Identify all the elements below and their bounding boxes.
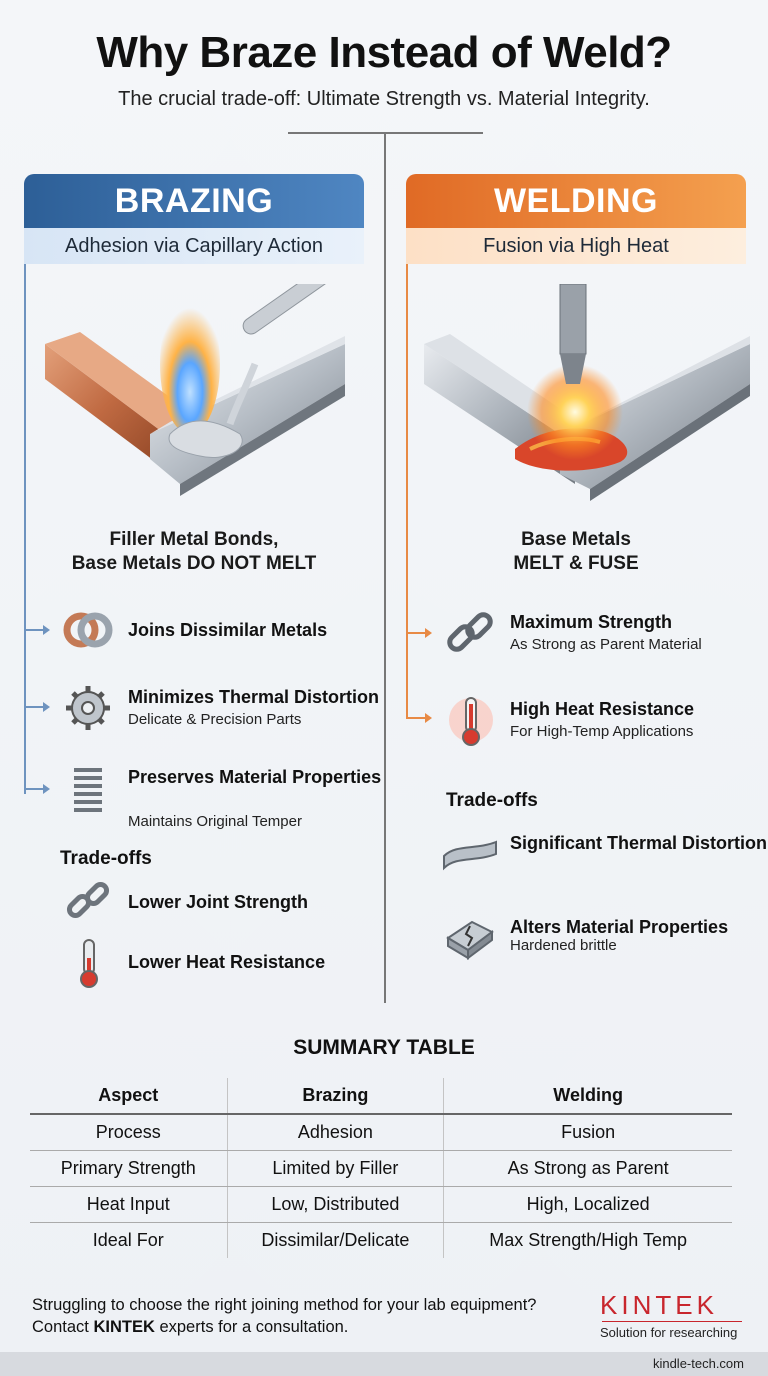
footer-line2-post: experts for a consultation. xyxy=(154,1318,349,1336)
feature-desc: For High-Temp Applications xyxy=(510,723,694,740)
table-cell: Ideal For xyxy=(92,1229,164,1250)
footer-brand-inline: KINTEK xyxy=(93,1318,155,1336)
table-cell: Low, Distributed xyxy=(226,1186,444,1223)
table-cell: As Strong as Parent xyxy=(443,1150,732,1187)
footer-cta: Struggling to choose the right joining m… xyxy=(32,1294,536,1338)
brazing-caption-line2: Base Metals DO NOT MELT xyxy=(71,553,317,574)
arrow-icon xyxy=(24,702,50,712)
summary-heading: SUMMARY TABLE xyxy=(293,1036,475,1059)
brazing-caption-line1: Filler Metal Bonds, xyxy=(109,529,279,550)
brand-tagline: Solution for researching xyxy=(600,1325,738,1340)
kintek-logo: KINTEK xyxy=(600,1290,718,1320)
feature-desc: As Strong as Parent Material xyxy=(510,636,702,653)
arrow-icon xyxy=(406,628,432,638)
feature-title: Minimizes Thermal Distortion xyxy=(128,687,380,707)
gear-icon xyxy=(66,686,110,730)
table-cell: Process xyxy=(30,1114,228,1151)
table-cell: High, Localized xyxy=(443,1186,732,1223)
feature-desc: Maintains Original Temper xyxy=(128,813,302,830)
brazing-caption: Filler Metal Bonds, Base Metals DO NOT M… xyxy=(44,528,344,576)
tradeoff-title: Alters Material Properties xyxy=(510,917,729,937)
column-header: Aspect xyxy=(30,1078,228,1115)
cracked-block-icon xyxy=(446,920,494,960)
table-row: Process Adhesion Fusion xyxy=(30,1114,732,1151)
brazing-side-line xyxy=(24,264,26,794)
welding-caption-line2: MELT & FUSE xyxy=(513,553,639,574)
arrow-icon xyxy=(24,784,50,794)
feature-title: Maximum Strength xyxy=(510,612,673,632)
summary-table: Aspect Brazing Welding Process Adhesion … xyxy=(30,1078,732,1258)
brazing-subtitle: Adhesion via Capillary Action xyxy=(24,228,364,264)
table-cell: Limited by Filler xyxy=(226,1150,444,1187)
feature-desc: Delicate & Precision Parts xyxy=(128,711,302,728)
table-cell: Adhesion xyxy=(226,1114,444,1151)
table-header-row: Aspect Brazing Welding xyxy=(30,1078,732,1115)
thermometer-hot-icon xyxy=(449,697,493,746)
tradeoff-title: Significant Thermal Distortion xyxy=(510,833,768,853)
spring-icon xyxy=(74,768,102,812)
welding-caption: Base Metals MELT & FUSE xyxy=(426,528,726,576)
feature-title: Preserves Material Properties xyxy=(128,767,382,787)
arrow-icon xyxy=(24,625,50,635)
table-row: Primary Strength Limited by Filler As St… xyxy=(30,1150,732,1187)
feature-title: Joins Dissimilar Metals xyxy=(128,620,328,640)
table-row: Ideal For Dissimilar/Delicate Max Streng… xyxy=(30,1222,732,1258)
welding-side-line xyxy=(406,264,408,719)
site-url[interactable]: kindle-tech.com xyxy=(652,1356,744,1371)
center-divider xyxy=(384,133,386,1003)
footer-bar: kindle-tech.com xyxy=(0,1352,768,1376)
welding-tradeoffs-heading: Trade-offs xyxy=(446,790,538,811)
brazing-header: BRAZING Adhesion via Capillary Action xyxy=(24,174,364,264)
chain-link-icon xyxy=(447,612,493,652)
logo-underline xyxy=(602,1321,742,1322)
brazing-illustration-icon xyxy=(45,284,345,496)
welding-illustration-icon xyxy=(424,284,750,501)
arrow-icon xyxy=(406,713,432,723)
tradeoff-desc: Hardened brittle xyxy=(510,937,617,954)
page-title: Why Braze Instead of Weld? xyxy=(96,28,672,77)
table-cell: Primary Strength xyxy=(30,1150,228,1187)
table-row: Heat Input Low, Distributed High, Locali… xyxy=(30,1186,732,1223)
warped-plate-icon xyxy=(443,840,497,871)
table-cell: Fusion xyxy=(443,1114,732,1151)
page-subtitle: The crucial trade-off: Ultimate Strength… xyxy=(118,88,650,110)
brazing-tradeoffs-heading: Trade-offs xyxy=(60,848,152,869)
thermometer-low-icon xyxy=(80,939,98,988)
column-header: Welding xyxy=(443,1078,732,1115)
column-header: Brazing xyxy=(226,1078,444,1115)
welding-title: WELDING xyxy=(406,174,746,228)
welding-subtitle: Fusion via High Heat xyxy=(406,228,746,264)
rings-icon xyxy=(63,612,113,648)
table-cell: Max Strength/High Temp xyxy=(443,1222,732,1258)
tradeoff-title: Lower Heat Resistance xyxy=(128,952,326,972)
welding-caption-line1: Base Metals xyxy=(521,529,631,550)
feature-title: High Heat Resistance xyxy=(510,699,695,719)
table-cell: Dissimilar/Delicate xyxy=(226,1222,444,1258)
tradeoff-title: Lower Joint Strength xyxy=(128,892,308,912)
footer-line2-pre: Contact xyxy=(32,1318,94,1336)
broken-chain-icon xyxy=(66,881,110,919)
footer-line2: Contact KINTEK experts for a consultatio… xyxy=(32,1316,536,1338)
welding-header: WELDING Fusion via High Heat xyxy=(406,174,746,264)
brazing-title: BRAZING xyxy=(24,174,364,228)
table-cell: Heat Input xyxy=(30,1186,228,1223)
footer-line1: Struggling to choose the right joining m… xyxy=(32,1296,537,1314)
